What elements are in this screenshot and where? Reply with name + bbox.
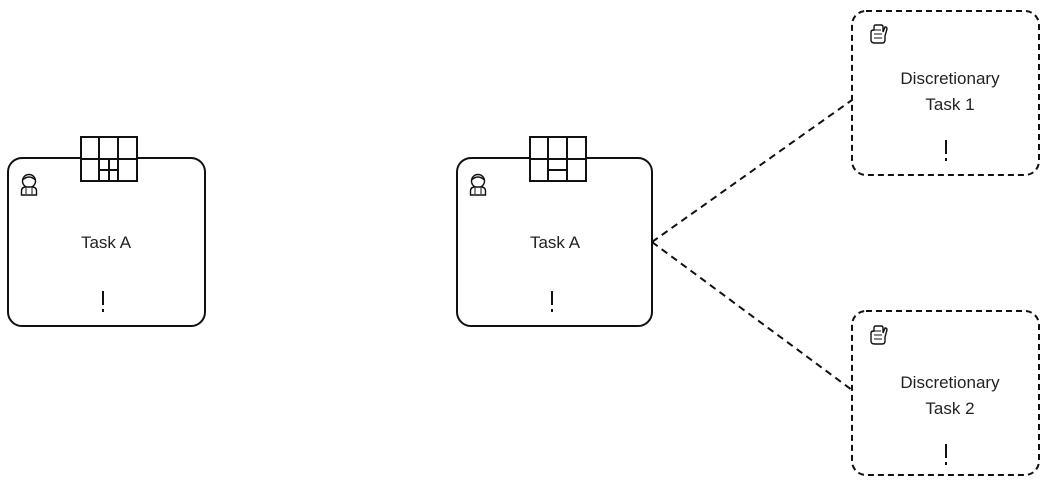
connectors [651,99,853,391]
task-label-line-2: Task 1 [925,95,974,114]
task-a-right[interactable]: Task A [456,136,653,327]
task-a-left[interactable]: Task A [7,136,206,327]
discretionary-task-2[interactable]: Discretionary Task 2 [851,310,1040,476]
user-icon [469,173,487,196]
task-box [851,10,1040,176]
task-label: Task A [530,233,581,252]
task-label: Task A [81,233,132,252]
connector-to-discretionary-task-2[interactable] [651,241,853,391]
planning-table-collapsed-icon[interactable] [529,136,587,182]
connector-to-discretionary-task-1[interactable] [651,99,853,243]
hand-icon [870,24,888,44]
task-box [851,310,1040,476]
discretionary-task-1[interactable]: Discretionary Task 1 [851,10,1040,176]
planning-table-expanded-icon[interactable] [80,136,138,182]
task-label-line-1: Discretionary [900,373,1000,392]
user-icon [20,173,38,196]
task-label-line-2: Task 2 [925,399,974,418]
hand-icon [870,325,888,345]
task-label-line-1: Discretionary [900,69,1000,88]
